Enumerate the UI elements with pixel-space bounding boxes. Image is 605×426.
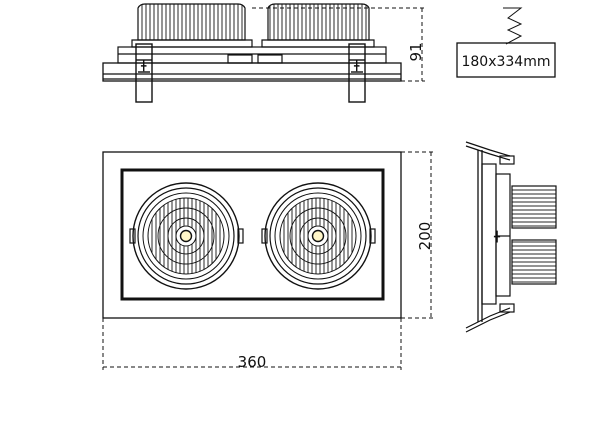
mounting-plate — [117, 46, 387, 64]
reflector-left — [132, 182, 240, 290]
side-spring-clip-top — [465, 141, 515, 165]
led-right — [311, 229, 325, 243]
svg-text:╋: ╋ — [494, 230, 501, 243]
bezel-tabs — [129, 228, 376, 244]
heatsink-left — [131, 3, 253, 48]
cutout-symbol-break-line — [503, 7, 523, 45]
side-spring-clip-bottom — [465, 303, 515, 333]
spring-clip-right: ╋ — [348, 43, 366, 103]
depth-dimension — [401, 151, 434, 319]
cutout-dimension-label: 180x334mm — [461, 54, 550, 70]
side-heatsink-lower — [511, 239, 557, 285]
width-dimension-label: 360 — [238, 353, 267, 371]
cutout-symbol: 180x334mm — [456, 7, 556, 78]
svg-text:╋: ╋ — [140, 60, 147, 72]
side-elevation-view: ╋ — [465, 141, 557, 333]
height-dimension-label: 91 — [407, 42, 425, 61]
reflector-right — [264, 182, 372, 290]
side-housing: ╋ — [481, 163, 511, 305]
inner-trim — [120, 168, 385, 301]
svg-text:╋: ╋ — [353, 60, 360, 72]
heatsink-right — [261, 3, 375, 48]
cutout-label-box — [456, 42, 556, 78]
depth-dimension-label: 200 — [416, 222, 434, 251]
front-elevation-view: ╋ ╋ 91 — [102, 3, 425, 103]
plan-view: 200 360 — [102, 151, 434, 371]
led-left — [179, 229, 193, 243]
spring-clip-left: ╋ — [135, 43, 153, 103]
height-dimension — [252, 7, 425, 82]
outer-frame — [102, 151, 402, 319]
side-bezel — [477, 150, 483, 322]
width-dimension — [102, 318, 402, 370]
side-heatsink-upper — [511, 185, 557, 229]
